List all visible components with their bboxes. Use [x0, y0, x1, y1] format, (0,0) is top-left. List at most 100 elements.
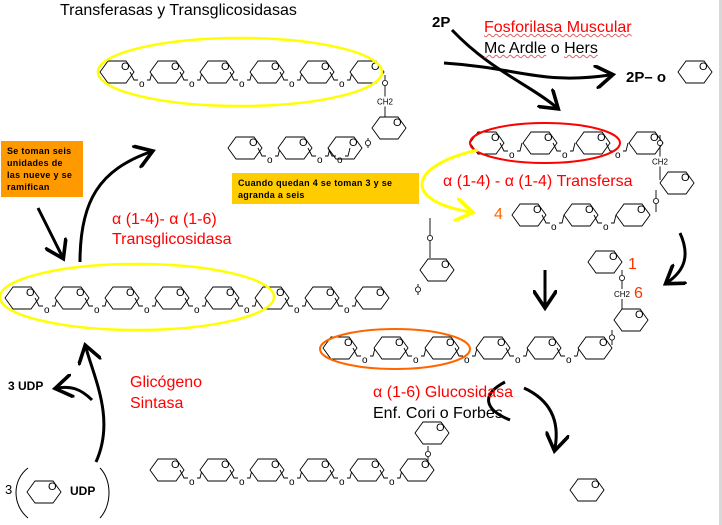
ring-oxygen: O [371, 459, 380, 471]
ch2-label: CH2 [652, 158, 669, 167]
transglycosidase-arrow [78, 152, 150, 263]
ring-oxygen: O [121, 61, 130, 73]
glucose-ring [526, 336, 562, 360]
glucose-ring [199, 60, 235, 84]
glycosidic-bond [184, 297, 193, 307]
ch2-bg [376, 96, 394, 107]
udp-release-arrow [58, 387, 94, 402]
glycosidic-bond [229, 71, 238, 81]
glycosidic-bond [611, 214, 617, 224]
window-edge [719, 0, 722, 525]
bond-oxygen: o [515, 355, 521, 366]
glucose-ring [227, 136, 263, 160]
note-yellow: Cuando quedan 4 se toman 3 y se agranda … [232, 173, 419, 204]
ring-oxygen: O [221, 61, 230, 73]
ring-oxygen: O [321, 459, 330, 471]
glucose-ring [149, 60, 185, 84]
bond-oxygen: o [289, 79, 295, 90]
glucose-ring [349, 458, 385, 482]
glucose-ring [659, 171, 695, 195]
branch-oxygen [609, 334, 616, 341]
glucose-ring [299, 60, 335, 84]
glucose-ring [475, 336, 511, 360]
ring-oxygen: O [533, 204, 542, 216]
glycosidic-bond [505, 347, 514, 357]
ring-oxygen: O [171, 459, 180, 471]
ring-oxygen: O [591, 479, 600, 491]
position-6-label: 6 [634, 285, 643, 302]
glycosidic-bond [454, 347, 463, 357]
ch2-bg [651, 156, 669, 167]
ring-oxygen: O [126, 287, 135, 299]
glycosidic-bond [147, 71, 153, 81]
glycosidic-bond [279, 71, 288, 81]
bond-oxygen: o [464, 355, 470, 366]
glucose-ring [511, 203, 547, 227]
glycosidic-bond [307, 147, 316, 157]
glycosidic-bond [329, 71, 338, 81]
yellow-ellipse-top [96, 36, 384, 108]
ch2-label: CH2 [377, 98, 394, 107]
transglycosidase-line1: α (1-4)- α (1-6) [112, 211, 217, 228]
glucose-ring [4, 286, 40, 310]
ring-oxygen: O [271, 61, 280, 73]
glucose-ring [26, 480, 62, 504]
bond-oxygen: o [509, 150, 515, 161]
orange-ellipse [319, 328, 471, 370]
ring-oxygen: O [26, 287, 35, 299]
glucose-ring [419, 258, 455, 282]
ring-oxygen: O [48, 481, 57, 493]
glucose-ring [577, 336, 613, 360]
glycosidic-bond [179, 71, 188, 81]
branch-oxygen [653, 197, 660, 204]
glycosidic-bond [297, 71, 303, 81]
bond-oxygen: o [44, 305, 50, 316]
glycosidic-bond [84, 297, 93, 307]
bond-oxygen: o [339, 477, 345, 488]
branch-oxygen [364, 139, 371, 146]
bond-oxygen: o [289, 477, 295, 488]
ring-oxygen: O [326, 287, 335, 299]
glucose-ring [575, 131, 611, 155]
glucose-ring [104, 286, 140, 310]
bond-oxygen: o [339, 79, 345, 90]
ring-oxygen: O [436, 422, 445, 434]
glycosidic-bond [421, 347, 427, 357]
glycosidic-bond [327, 147, 336, 157]
glycosidic-bond [517, 142, 523, 152]
glucosidase-label: α (1-6) Glucosidasa [373, 384, 513, 401]
branch-oxygen [619, 274, 626, 281]
ring-oxygen: O [635, 309, 644, 321]
bond-oxygen: o [239, 79, 245, 90]
glycosidic-bond [499, 142, 508, 152]
bond-oxygen: o [551, 222, 557, 233]
ring-oxygen: O [491, 132, 500, 144]
note-orange: Se toman seis unidades de las nueve y se… [1, 141, 83, 197]
glycosidic-bond [352, 297, 358, 307]
transglycosidase-line2: Transglicosidasa [112, 231, 232, 248]
bond-oxygen: o [189, 477, 195, 488]
glycosidic-bond [279, 469, 288, 479]
ring-oxygen: O [681, 172, 690, 184]
bond-oxygen: o [94, 305, 100, 316]
glycosidic-bond [234, 297, 243, 307]
red-ellipse [469, 122, 621, 164]
bond-oxygen: o [144, 305, 150, 316]
glucose-ring [349, 60, 385, 84]
disease-hers: Hers [564, 40, 598, 57]
glycosidic-bond [284, 297, 293, 307]
ring-oxygen: O [276, 287, 285, 299]
right-parenthesis [99, 467, 110, 519]
branch-oxygen [414, 286, 421, 293]
ring-oxygen: O [441, 259, 450, 271]
glycosidic-bond [102, 297, 108, 307]
glucose-ring [615, 203, 651, 227]
ring-oxygen: O [376, 287, 385, 299]
bond-oxygen: o [362, 355, 368, 366]
bond-oxygen: o [294, 305, 300, 316]
position-1-label: 1 [628, 256, 637, 273]
glycosidic-bond [334, 297, 343, 307]
ring-oxygen: O [249, 137, 258, 149]
ring-oxygen: O [176, 287, 185, 299]
